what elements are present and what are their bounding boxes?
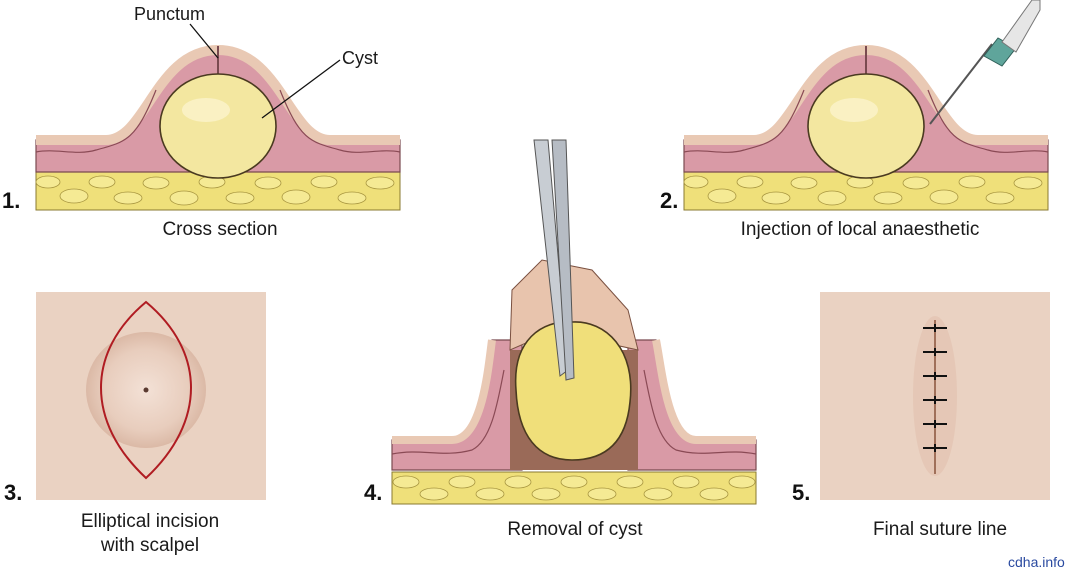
- credit-text: cdha.info: [1008, 554, 1065, 570]
- suture-illustration: [820, 292, 1050, 500]
- syringe-icon: [929, 0, 1041, 125]
- step-2-number: 2.: [660, 188, 679, 213]
- panel-injection: [683, 30, 1049, 211]
- step-3-caption-line1: Elliptical incision: [80, 511, 220, 532]
- incision-illustration: [36, 292, 266, 500]
- step-1-number: 1.: [2, 188, 21, 213]
- punctum-label: Punctum: [134, 4, 206, 24]
- cyst-label: Cyst: [342, 48, 378, 68]
- injection-illustration: [683, 44, 1049, 211]
- panel-incision: [36, 292, 266, 500]
- step-3-number: 3.: [4, 480, 23, 505]
- removal-illustration: [391, 139, 757, 505]
- step-3-caption: Elliptical incision with scalpel: [50, 510, 250, 558]
- step-5-number: 5.: [792, 480, 811, 505]
- step-3-caption-line2: with scalpel: [100, 535, 200, 556]
- panel-removal: [391, 139, 757, 505]
- step-4-number: 4.: [364, 480, 383, 505]
- step-2-caption: Injection of local anaesthetic: [740, 219, 980, 240]
- step-5-caption: Final suture line: [872, 519, 1008, 540]
- step-4-caption: Removal of cyst: [507, 519, 643, 540]
- panel-suture: [820, 292, 1050, 500]
- step-1-caption: Cross section: [162, 219, 278, 240]
